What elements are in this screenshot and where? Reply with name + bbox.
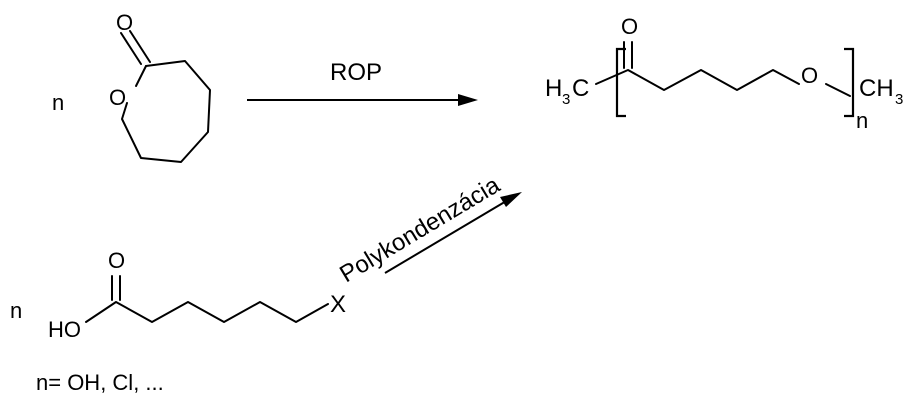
reactant-2-coefficient: n	[10, 298, 22, 323]
ring-bond-carbonyl-oxygen	[135, 65, 147, 87]
product-chain-oxygen: O	[801, 63, 818, 88]
product-left-end-c: C	[572, 75, 589, 102]
hydroxy-acid-structure: n HO O X	[10, 248, 346, 342]
reactant-2-carbonyl-double-bond	[111, 275, 121, 301]
right-repeat-bracket	[844, 47, 855, 118]
polycondensation-label: Polykondenzácia	[335, 171, 505, 288]
product-left-end-subscript: 3	[562, 91, 570, 108]
polymer-backbone	[595, 69, 800, 91]
reactant-1-ring-oxygen: O	[109, 85, 126, 110]
footnote: n= OH, Cl, ...	[36, 370, 164, 395]
reactant-2-end-group: X	[330, 291, 346, 318]
reactant-2-carbon-chain	[85, 301, 329, 323]
carbonyl-double-bond	[120, 30, 151, 65]
product-left-end-h: H	[545, 75, 562, 102]
product-carbonyl-double-bond	[623, 41, 633, 69]
product-repeat-index: n	[856, 108, 868, 133]
reactant-1-carbonyl-oxygen: O	[116, 10, 133, 35]
reactant-2-carbonyl-oxygen: O	[108, 248, 125, 273]
polycaprolactone-structure: H 3 C O O n CH 3	[545, 14, 903, 133]
product-carbonyl-oxygen: O	[621, 14, 638, 39]
polycondensation-arrow: Polykondenzácia	[335, 171, 522, 288]
rop-label: ROP	[330, 59, 382, 86]
left-repeat-bracket	[615, 47, 626, 118]
reactant-1-coefficient: n	[52, 90, 64, 115]
product-right-end-ch: CH	[859, 75, 894, 102]
rop-arrow: ROP	[247, 59, 478, 106]
product-right-end-subscript: 3	[895, 91, 903, 108]
lactone-ring	[121, 60, 211, 163]
caprolactone-structure: n O O	[52, 10, 211, 163]
backbone-ester-oxygen-bond	[825, 83, 851, 97]
reactant-2-hydroxyl: HO	[48, 317, 81, 342]
